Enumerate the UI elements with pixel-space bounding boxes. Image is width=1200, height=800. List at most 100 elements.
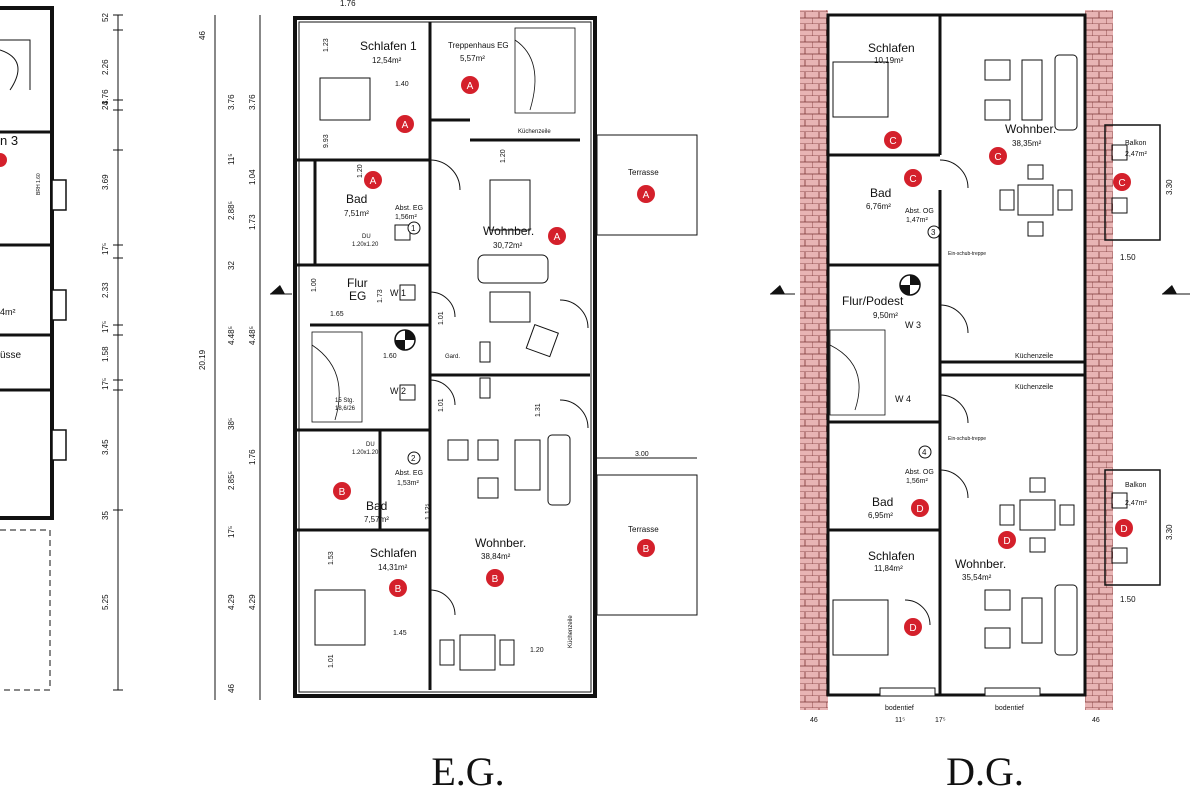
room-area: 1,53m² — [397, 480, 419, 487]
room-label-flur-podest: Flur/Podest — [842, 294, 904, 308]
svg-text:A: A — [643, 190, 650, 201]
marker-badge-d: D — [1115, 519, 1133, 537]
svg-text:B: B — [395, 584, 402, 595]
floor-title-eg: E.G. — [431, 749, 504, 794]
measure: 1.50 — [1120, 253, 1136, 262]
marker-badge-c: C — [884, 131, 902, 149]
measure: 1.40 — [395, 81, 409, 88]
measure: 1.01 — [438, 398, 445, 412]
room-label-flur: Flur — [347, 276, 368, 290]
closet-label: W 2 — [390, 386, 406, 396]
closet-label: W 4 — [895, 394, 911, 404]
room-area: 35,54m² — [962, 573, 992, 582]
measure: 9.93 — [323, 134, 330, 148]
window-note: bodentief — [995, 705, 1024, 712]
dim-label: 1.04 — [248, 169, 257, 185]
fixture-number: 2 — [411, 454, 416, 463]
svg-text:A: A — [554, 232, 561, 243]
svg-text:C: C — [1118, 178, 1125, 189]
svg-text:A: A — [402, 120, 409, 131]
marker-badge-d: D — [911, 499, 929, 517]
room-label-wohnber: Wohnber. — [955, 557, 1006, 571]
eg-top-dimension: 1.76 — [340, 0, 356, 8]
room-area: 7,51m² — [344, 209, 369, 218]
room-area: 6,95m² — [868, 511, 893, 520]
einschub-label: Ein-schub-treppe — [948, 251, 986, 257]
marker-badge-d: D — [998, 531, 1016, 549]
left-partial-plan: n 3 4m² üsse BRH 1.60 — [0, 6, 67, 691]
svg-text:B: B — [339, 487, 346, 498]
left-room-fragment-2: üsse — [0, 350, 22, 361]
fixture-number: 3 — [931, 228, 936, 237]
room-label-schlafen: Schlafen — [868, 41, 915, 55]
left-brh-note: BRH 1.60 — [36, 173, 42, 195]
dim-label: 3.76 — [101, 89, 110, 105]
room-label-flur-eg: EG — [349, 289, 366, 303]
measure: 1.20 — [530, 647, 544, 654]
wardrobe-label: Gard. — [445, 354, 460, 360]
floor-title-dg: D.G. — [946, 749, 1024, 794]
dim-label: 2.26 — [101, 59, 110, 75]
eg-total-dimension: 20.19 — [198, 349, 207, 370]
room-label-schlafen: Schlafen — [370, 546, 417, 560]
left-area-fragment: 4m² — [0, 307, 16, 317]
eg-dimension-chains: 46 3.76 11⁵ 2.88⁵ 32 4.48⁵ 38⁵ 2.85⁵ 17⁵… — [198, 0, 356, 700]
svg-text:C: C — [909, 174, 916, 185]
shower-label: DU — [366, 442, 375, 448]
room-area: 14,31m² — [378, 563, 408, 572]
fixture-number: 4 — [922, 448, 927, 457]
room-area: 38,35m² — [1012, 139, 1042, 148]
measure: 1.23 — [323, 38, 330, 52]
measure: 1.00 — [311, 278, 318, 292]
room-label-bad: Bad — [872, 495, 893, 509]
einschub-label: Ein-schub-treppe — [948, 436, 986, 442]
fixture-number: 1 — [411, 224, 416, 233]
dim-label: 46 — [198, 31, 207, 40]
room-area: 38,84m² — [481, 552, 511, 561]
measure: 3.00 — [635, 451, 649, 458]
dim-label: 3.69 — [101, 174, 110, 190]
dim-label: 2.33 — [101, 282, 110, 298]
measure: 1.12⁵ — [425, 503, 432, 520]
dim-label: 38⁵ — [227, 418, 236, 430]
svg-text:A: A — [370, 176, 377, 187]
room-area: 5,57m² — [460, 54, 485, 63]
window-note: bodentief — [885, 705, 914, 712]
room-label-abst: Abst. EG — [395, 470, 423, 477]
eg-plan: Schlafen 1 12,54m² Treppenhaus EG 5,57m²… — [270, 16, 698, 698]
room-area: 7,57m² — [364, 515, 389, 524]
room-label-bad: Bad — [366, 499, 387, 513]
marker-badge — [0, 153, 7, 167]
measure: 1.01 — [328, 654, 335, 668]
marker-badge-b: B — [486, 569, 504, 587]
room-label-kuechenzeile: Küchenzeile — [1015, 384, 1053, 391]
closet-label: W 1 — [390, 288, 406, 298]
dim-label: 17⁵ — [101, 243, 110, 255]
room-area: 9,50m² — [873, 311, 898, 320]
room-label-kuechenzeile: Küchenzeile — [568, 615, 574, 648]
compass-north-icon — [394, 329, 416, 351]
balkon-label: Balkon — [1125, 140, 1147, 147]
svg-text:C: C — [889, 136, 896, 147]
measure: 46 — [1092, 717, 1100, 724]
marker-badge-a: A — [548, 227, 566, 245]
room-area: 1,56m² — [906, 478, 928, 485]
dim-label: 1.76 — [248, 449, 257, 465]
room-label-abst: Abst. OG — [905, 208, 934, 215]
dim-label: 52 — [101, 13, 110, 22]
shower-size: 1.20x1.20 — [352, 450, 379, 456]
room-area: 30,72m² — [493, 241, 523, 250]
section-arrow-icon — [1162, 285, 1190, 295]
dim-label: 11⁵ — [227, 153, 236, 165]
marker-badge-b: B — [389, 579, 407, 597]
room-label-wohnber: Wohnber. — [475, 536, 526, 550]
left-room-fragment: n 3 — [0, 133, 18, 148]
stairs-ratio: 18,6/26 — [335, 406, 356, 412]
marker-badge-a: A — [637, 185, 655, 203]
measure: 1.50 — [1120, 595, 1136, 604]
section-arrow-icon — [770, 285, 795, 295]
marker-badge-c: C — [904, 169, 922, 187]
dim-label: 5.25 — [101, 594, 110, 610]
dim-label: 17⁵ — [227, 526, 236, 538]
